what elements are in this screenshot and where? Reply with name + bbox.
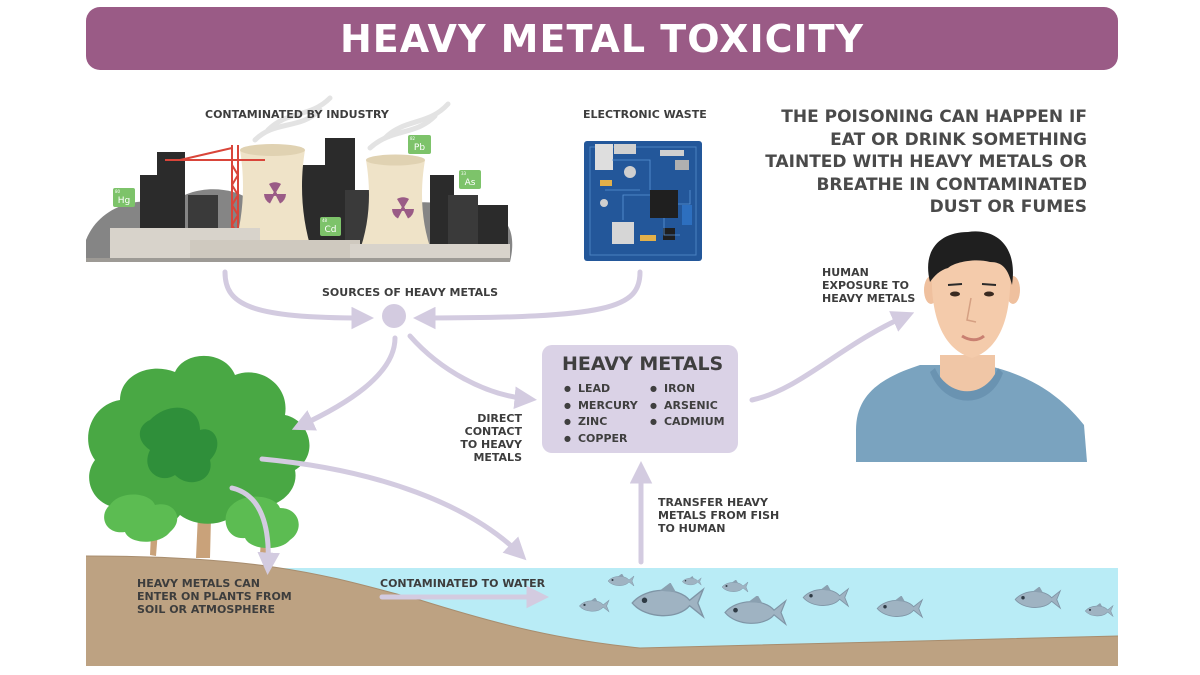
industry-arrow	[222, 269, 374, 330]
connection-arrows	[222, 269, 915, 609]
soil-and-water	[85, 555, 1119, 666]
svg-text:Cd: Cd	[325, 225, 337, 235]
shirt	[856, 365, 1087, 462]
label-contaminated-water: CONTAMINATED TO WATER	[380, 577, 546, 590]
label-plants: HEAVY METALS CAN ENTER ON PLANTS FROM SO…	[137, 577, 292, 616]
metal-list-right: IRON ARSENIC CADMIUM	[650, 381, 725, 431]
label-direct-contact: DIRECT CONTACT TO HEAVY METALS	[460, 412, 522, 464]
smoke	[252, 95, 451, 151]
svg-text:33: 33	[461, 171, 467, 176]
heavy-metals-title: HEAVY METALS	[562, 353, 724, 375]
svg-text:48: 48	[322, 218, 328, 223]
metal-item: IRON	[650, 381, 725, 398]
metal-item: LEAD	[564, 381, 638, 398]
metal-list-left: LEAD MERCURY ZINC COPPER	[564, 381, 638, 448]
radiation-icon	[392, 197, 414, 219]
hair	[928, 231, 1013, 285]
ewaste-arrow	[413, 269, 643, 330]
metal-item: CADMIUM	[650, 414, 725, 431]
badge-cd: 48 Cd	[320, 217, 341, 236]
badge-as: 33 As	[459, 170, 481, 189]
badge-pb: 82 Pb	[408, 135, 431, 154]
human-exposure-arrow	[749, 311, 915, 403]
metal-item: COPPER	[564, 431, 638, 448]
label-sources: SOURCES OF HEAVY METALS	[322, 286, 499, 299]
label-human-exposure: HUMAN EXPOSURE TO HEAVY METALS	[822, 266, 916, 305]
label-industry: CONTAMINATED BY INDUSTRY	[205, 108, 389, 121]
circuit-board-icon	[584, 141, 702, 261]
tree-to-water-arrow	[259, 456, 527, 561]
poisoning-statement: THE POISONING CAN HAPPEN IF EAT OR DRINK…	[765, 107, 1087, 217]
metal-item: MERCURY	[564, 398, 638, 415]
label-electronic-waste: ELECTRONIC WASTE	[583, 108, 707, 121]
svg-text:Hg: Hg	[118, 196, 130, 206]
svg-text:80: 80	[115, 189, 121, 194]
label-transfer: TRANSFER HEAVY METALS FROM FISH TO HUMAN	[658, 496, 780, 535]
face	[931, 258, 1011, 358]
heavy-metals-box: HEAVY METALS LEAD MERCURY ZINC COPPER IR…	[542, 345, 738, 453]
human-illustration	[856, 231, 1087, 462]
industry-illustration	[86, 138, 513, 262]
svg-text:82: 82	[410, 136, 416, 141]
metal-item: ZINC	[564, 414, 638, 431]
sources-junction	[382, 304, 406, 328]
direct-contact-arrow	[407, 333, 537, 409]
svg-text:As: As	[465, 178, 476, 188]
svg-text:Pb: Pb	[414, 143, 425, 153]
page-title: HEAVY METAL TOXICITY	[339, 16, 865, 61]
radiation-icon	[264, 182, 286, 204]
badge-hg: 80 Hg	[113, 188, 135, 207]
plants-arrow	[229, 485, 280, 575]
title-banner: HEAVY METAL TOXICITY	[86, 7, 1118, 70]
metal-item: ARSENIC	[650, 398, 725, 415]
trees-illustration	[88, 355, 310, 558]
to-tree-arrow	[291, 335, 398, 431]
soil	[86, 556, 1118, 666]
